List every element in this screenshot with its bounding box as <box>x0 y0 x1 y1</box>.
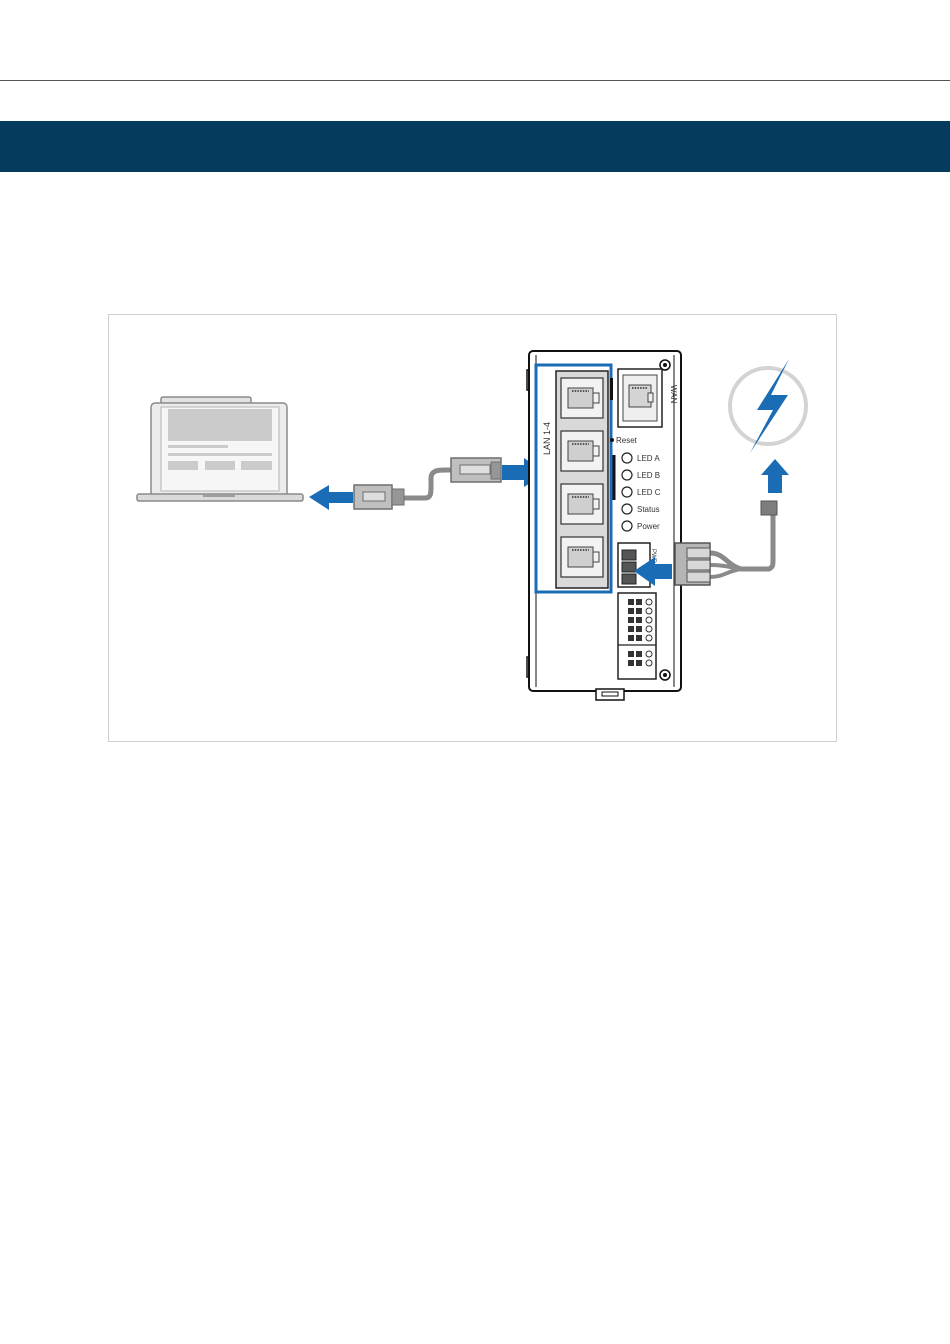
led-status-icon <box>622 504 632 514</box>
lan-port-4 <box>561 537 603 577</box>
arrow-to-power-source-icon <box>761 459 789 493</box>
lan-port-1 <box>561 378 603 418</box>
reset-button-icon <box>610 438 614 442</box>
reset-label: Reset <box>616 436 638 445</box>
led-a-icon <box>622 453 632 463</box>
header-rule <box>0 80 950 81</box>
connection-diagram-figure: LAN 1-4 WAN Reset LED A LED B LED C Stat… <box>108 314 837 742</box>
lan-port-3 <box>561 484 603 524</box>
led-power-icon <box>622 521 632 531</box>
arrow-to-laptop-icon <box>309 485 353 510</box>
io-terminal-block <box>618 593 656 679</box>
section-title-band <box>0 121 950 172</box>
wan-port-label: WAN <box>669 385 678 404</box>
led-a-label: LED A <box>637 454 660 463</box>
power-source-icon <box>730 359 806 453</box>
led-b-label: LED B <box>637 471 660 480</box>
led-c-label: LED C <box>637 488 661 497</box>
ethernet-cable-icon <box>354 458 501 509</box>
power-plug-icon <box>675 501 777 585</box>
led-b-icon <box>622 470 632 480</box>
lan-port-2 <box>561 431 603 471</box>
led-status-label: Status <box>637 505 660 514</box>
connection-diagram: LAN 1-4 WAN Reset LED A LED B LED C Stat… <box>109 315 838 743</box>
laptop-icon <box>137 397 303 501</box>
lan-ports-label: LAN 1-4 <box>542 422 552 455</box>
led-power-label: Power <box>637 522 660 531</box>
wan-latch <box>610 378 613 400</box>
led-c-icon <box>622 487 632 497</box>
